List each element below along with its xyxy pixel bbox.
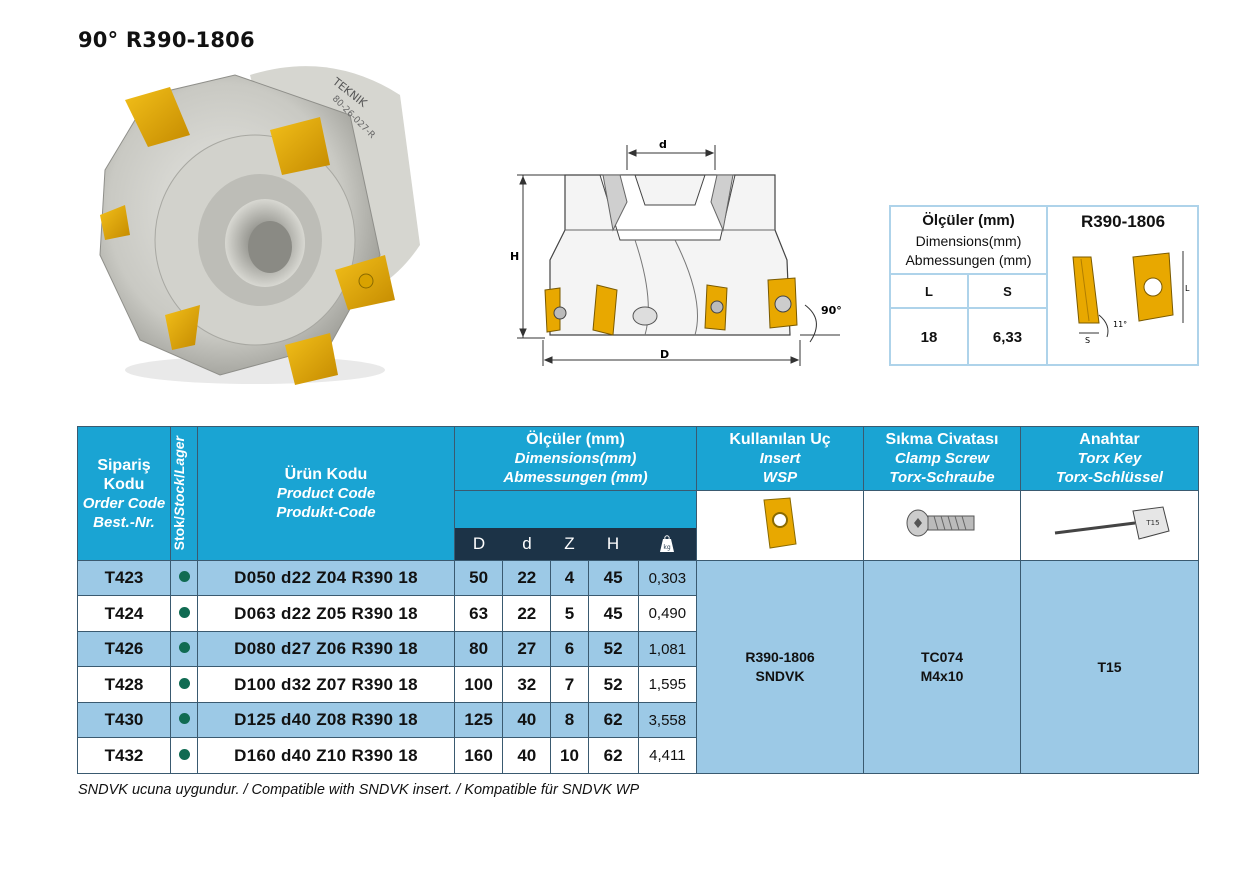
dim-d: 27 [502, 631, 552, 667]
dim-D: 125 [453, 702, 504, 738]
weight: 1,595 [637, 666, 698, 703]
table-row: T430 D125 d40 Z08 R390 18 125 40 8 62 3,… [77, 702, 1199, 738]
insert-s-label: S [1085, 336, 1090, 345]
dim-H: 52 [587, 666, 639, 703]
insert-diagram: L S 11° [1072, 251, 1190, 345]
product-code: D160 d40 Z10 R390 18 [197, 737, 455, 774]
milling-cutter-illustration: TEKNIK 80-26-027-R [99, 66, 420, 385]
page-title: 90° R390-1806 [78, 28, 255, 52]
dim-D: 63 [453, 595, 504, 632]
insert-icon-cell [696, 490, 864, 561]
order-code: T428 [77, 666, 171, 703]
drawing-diameter-label: D [660, 348, 669, 361]
dim-H: 52 [587, 631, 639, 667]
product-code: D125 d40 Z08 R390 18 [197, 702, 455, 738]
insert-dimensions-box: Ölçüler (mm) Dimensions(mm) Abmessungen … [889, 205, 1199, 366]
dim-col-l: L [925, 284, 933, 299]
dim-Z: 8 [550, 702, 589, 738]
order-code: T430 [77, 702, 171, 738]
weight: 1,081 [637, 631, 698, 667]
dim-Z: 6 [550, 631, 589, 667]
dimensions-header-en: Dimensions(mm) [915, 233, 1022, 249]
stock-indicator [170, 702, 198, 738]
header-torx-key: Anahtar Torx Key Torx-Schlüssel [1020, 426, 1199, 491]
dim-d: 40 [502, 737, 552, 774]
insert-icon [763, 497, 797, 549]
order-code: T423 [77, 560, 171, 596]
dimensions-header-tr: Ölçüler (mm) [922, 212, 1015, 229]
dim-D: 160 [453, 737, 504, 774]
stock-indicator [170, 631, 198, 667]
stock-indicator [170, 666, 198, 703]
compatibility-note: SNDVK ucuna uygundur. / Compatible with … [78, 782, 640, 798]
dim-d: 32 [502, 666, 552, 703]
header-order-code: Sipariş Kodu Order Code Best.-Nr. [77, 426, 171, 561]
screw-icon [906, 509, 975, 537]
product-table: Sipariş Kodu Order Code Best.-Nr. Stok/S… [77, 426, 1199, 774]
key-value: T15 [1020, 560, 1199, 774]
dim-d: 22 [502, 595, 552, 632]
product-code: D063 d22 Z05 R390 18 [197, 595, 455, 632]
weight: 0,303 [637, 560, 698, 596]
dim-D: 100 [453, 666, 504, 703]
subheader-d: d [503, 528, 551, 560]
dim-d: 40 [502, 702, 552, 738]
header-insert: Kullanılan Uç Insert WSP [696, 426, 864, 491]
weight: 3,558 [637, 702, 698, 738]
dim-H: 62 [587, 702, 639, 738]
order-code: T424 [77, 595, 171, 632]
dimensions-header-de: Abmessungen (mm) [905, 252, 1032, 268]
table-row: T428 D100 d32 Z07 R390 18 100 32 7 52 1,… [77, 666, 1199, 703]
header-clamp-screw: Sıkma Civatası Clamp Screw Torx-Schraube [863, 426, 1021, 491]
product-code: D080 d27 Z06 R390 18 [197, 631, 455, 667]
dim-value-s: 6,33 [992, 329, 1023, 346]
table-row: T424 D063 d22 Z05 R390 18 63 22 5 45 0,4… [77, 595, 1199, 632]
stock-indicator [170, 595, 198, 632]
dim-value-l: 18 [920, 329, 938, 346]
stock-indicator [170, 737, 198, 774]
dim-Z: 5 [550, 595, 589, 632]
technical-drawing: d H D 90° [510, 138, 842, 366]
weight-icon: kg [638, 528, 696, 560]
dim-Z: 7 [550, 666, 589, 703]
table-row: T432 D160 d40 Z10 R390 18 160 40 10 62 4… [77, 737, 1199, 774]
product-code: D100 d32 Z07 R390 18 [197, 666, 455, 703]
order-code: T426 [77, 631, 171, 667]
weight: 0,490 [637, 595, 698, 632]
subheader-H: H [588, 528, 638, 560]
drawing-d-label: d [659, 138, 667, 151]
dim-col-s: S [1003, 284, 1012, 299]
torx-key-icon-label: T15 [1145, 519, 1159, 527]
header-product-code: Ürün Kodu Product Code Produkt-Code [197, 426, 455, 561]
stock-indicator [170, 560, 198, 596]
header-dimensions: Ölçüler (mm) Dimensions(mm) Abmessungen … [454, 426, 697, 491]
dim-Z: 10 [550, 737, 589, 774]
torx-key-icon: T15 [1054, 506, 1170, 540]
dim-H: 62 [587, 737, 639, 774]
header-stock: Stok/Stock/Lager [170, 426, 198, 561]
dim-H: 45 [587, 560, 639, 596]
dim-Z: 4 [550, 560, 589, 596]
table-row: T423 D050 d22 Z04 R390 18 50 22 4 45 0,3… [77, 560, 1199, 774]
torx-key-icon-cell: T15 [1020, 490, 1199, 561]
weight: 4,411 [637, 737, 698, 774]
dim-D: 50 [453, 560, 504, 596]
insert-name: R390-1806 [1080, 212, 1166, 231]
drawing-h-label: H [510, 250, 519, 263]
product-code: D050 d22 Z04 R390 18 [197, 560, 455, 596]
dim-H: 45 [587, 595, 639, 632]
subheader-D: D [455, 528, 503, 560]
dim-d: 22 [502, 560, 552, 596]
drawing-angle-label: 90° [821, 304, 842, 317]
order-code: T432 [77, 737, 171, 774]
weight-icon-label: kg [663, 544, 670, 551]
insert-l-label: L [1185, 284, 1190, 293]
screw-icon-cell [863, 490, 1021, 561]
table-row: T426 D080 d27 Z06 R390 18 80 27 6 52 1,0… [77, 631, 1199, 667]
dim-D: 80 [453, 631, 504, 667]
insert-angle-label: 11° [1113, 320, 1127, 329]
subheader-Z: Z [551, 528, 588, 560]
